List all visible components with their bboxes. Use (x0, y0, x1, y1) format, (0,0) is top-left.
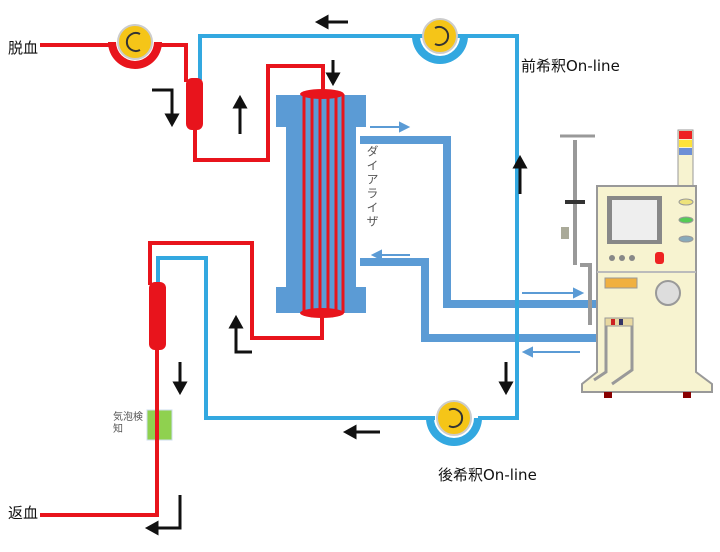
post-dilution-label: 後希釈On-line (438, 466, 537, 484)
venous-drip-chamber (149, 282, 166, 350)
bubble-detector-label: 気泡検知 (113, 412, 143, 435)
arterial-drip-chamber (186, 78, 203, 130)
bubble-detector (146, 409, 173, 441)
dialyzer (276, 89, 366, 318)
blood-pump (108, 24, 162, 69)
dialysate-lines (360, 136, 610, 342)
post-dilution-line (156, 256, 435, 420)
dialysate-flow-arrows (370, 121, 585, 358)
flow-arrows (144, 14, 528, 536)
pre-dilution-label: 前希釈On-line (521, 57, 620, 75)
blood-out-label: 脱血 (8, 39, 39, 57)
post-dilution-pump (426, 400, 482, 446)
pre-dilution-pump (412, 18, 468, 64)
dilution-lines (156, 34, 519, 420)
blood-return-label: 返血 (8, 504, 39, 522)
pre-dilution-line (198, 34, 425, 80)
dialysate-outflow-line (360, 136, 610, 308)
arterial-line (155, 43, 188, 82)
dialyzer-to-venous-line (148, 241, 324, 340)
dialysis-machine (560, 129, 713, 398)
dilution-supply-line (455, 34, 519, 420)
dialyzer-label: ダイアライザ (365, 145, 379, 229)
arterial-to-dialyzer-line (193, 64, 325, 162)
